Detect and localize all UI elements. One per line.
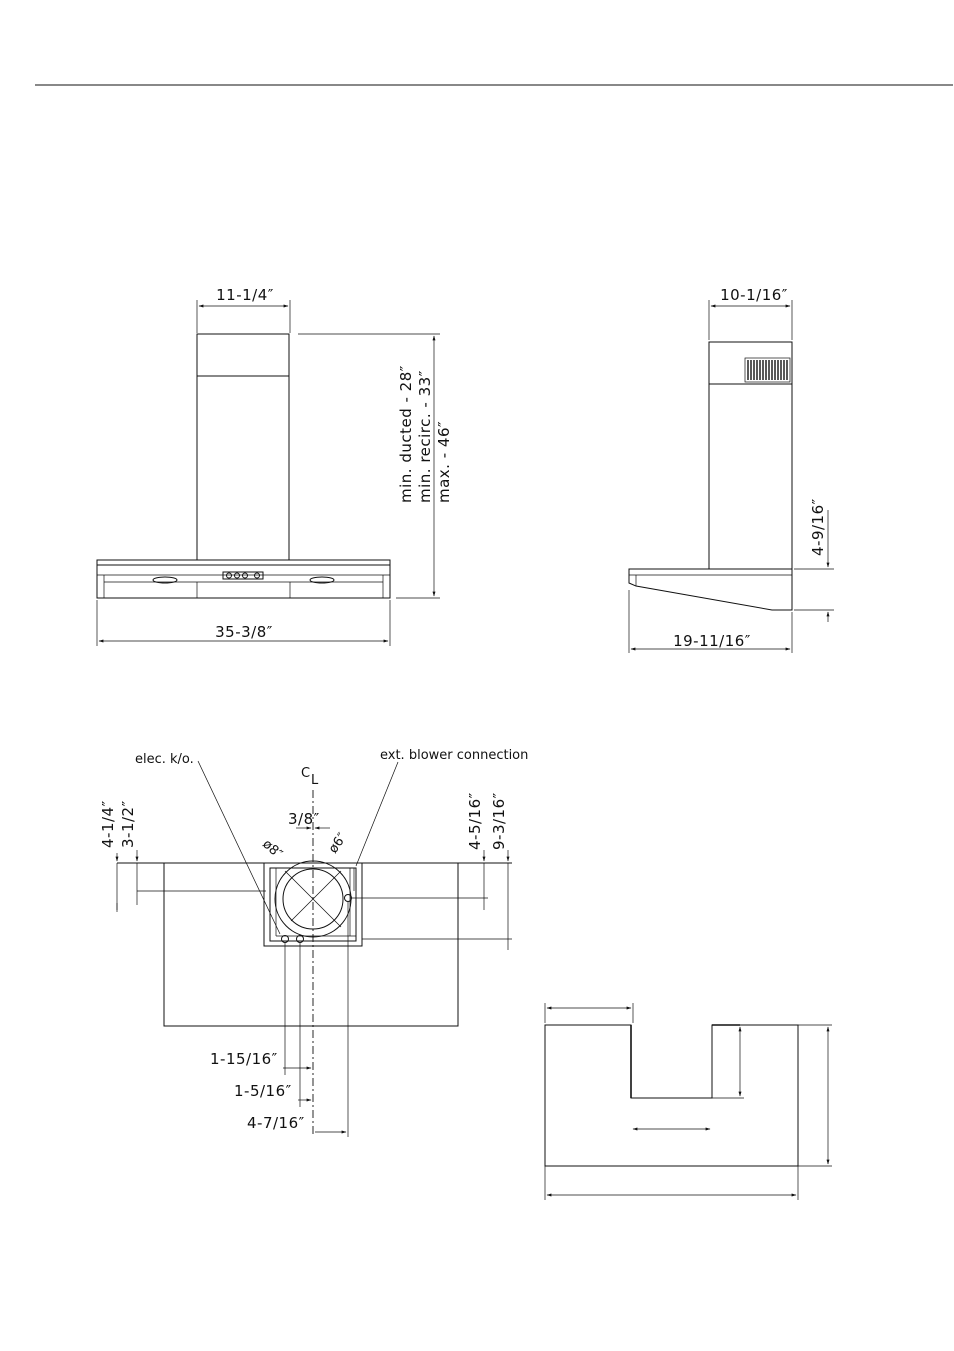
dim-height-max: max. - 46″ (435, 421, 453, 503)
dim-canopy-height: 4-9/16″ (809, 498, 827, 556)
dim-height-min-ducted: min. ducted - 28″ (397, 365, 415, 503)
front-view: 11-1/4″ 35-3/8″ min. ducted - 28″ min. r… (97, 286, 453, 646)
canopy-top (97, 560, 390, 565)
dim-1-15-16: 1-15/16″ (210, 1050, 278, 1068)
dim-canopy-depth: 19-11/16″ (673, 632, 751, 650)
canopy-body (97, 565, 390, 598)
dim-chimney-depth: 10-1/16″ (720, 286, 788, 304)
label-duct-6: ø6″ (326, 830, 350, 856)
vent-grille (745, 358, 790, 382)
hood-outline-top (164, 863, 458, 1026)
chimney-lower (197, 376, 289, 560)
blower-port (345, 895, 352, 902)
dim-1-5-16: 1-5/16″ (234, 1082, 292, 1100)
label-duct-8: ø8″ (259, 837, 285, 862)
cutout-template (545, 1003, 832, 1200)
side-view: 10-1/16″ 19-11/16″ 4-9/16″ (629, 286, 834, 653)
side-chimney-lower (709, 384, 792, 569)
dim-overall-width: 35-3/8″ (215, 623, 273, 641)
dim-offset-duct: 3/8″ (288, 810, 320, 828)
dim-4-1-4: 4-1/4″ (99, 800, 117, 848)
label-elec-knockout: elec. k/o. (135, 752, 194, 767)
dim-chimney-width: 11-1/4″ (216, 286, 274, 304)
dim-4-7-16: 4-7/16″ (247, 1114, 305, 1132)
top-view: C L elec. k/o. ext. blower connection 3/… (99, 748, 528, 1137)
chimney-upper (197, 334, 289, 376)
centerline-c: C (301, 766, 310, 781)
dim-4-5-16: 4-5/16″ (466, 792, 484, 850)
centerline-l: L (311, 773, 319, 788)
label-blower-connection: ext. blower connection (380, 748, 528, 763)
cutout-outline (545, 1025, 798, 1166)
dim-9-3-16: 9-3/16″ (490, 792, 508, 850)
dim-3-1-2: 3-1/2″ (119, 800, 137, 848)
dim-height-min-recirc: min. recirc. - 33″ (416, 370, 434, 503)
